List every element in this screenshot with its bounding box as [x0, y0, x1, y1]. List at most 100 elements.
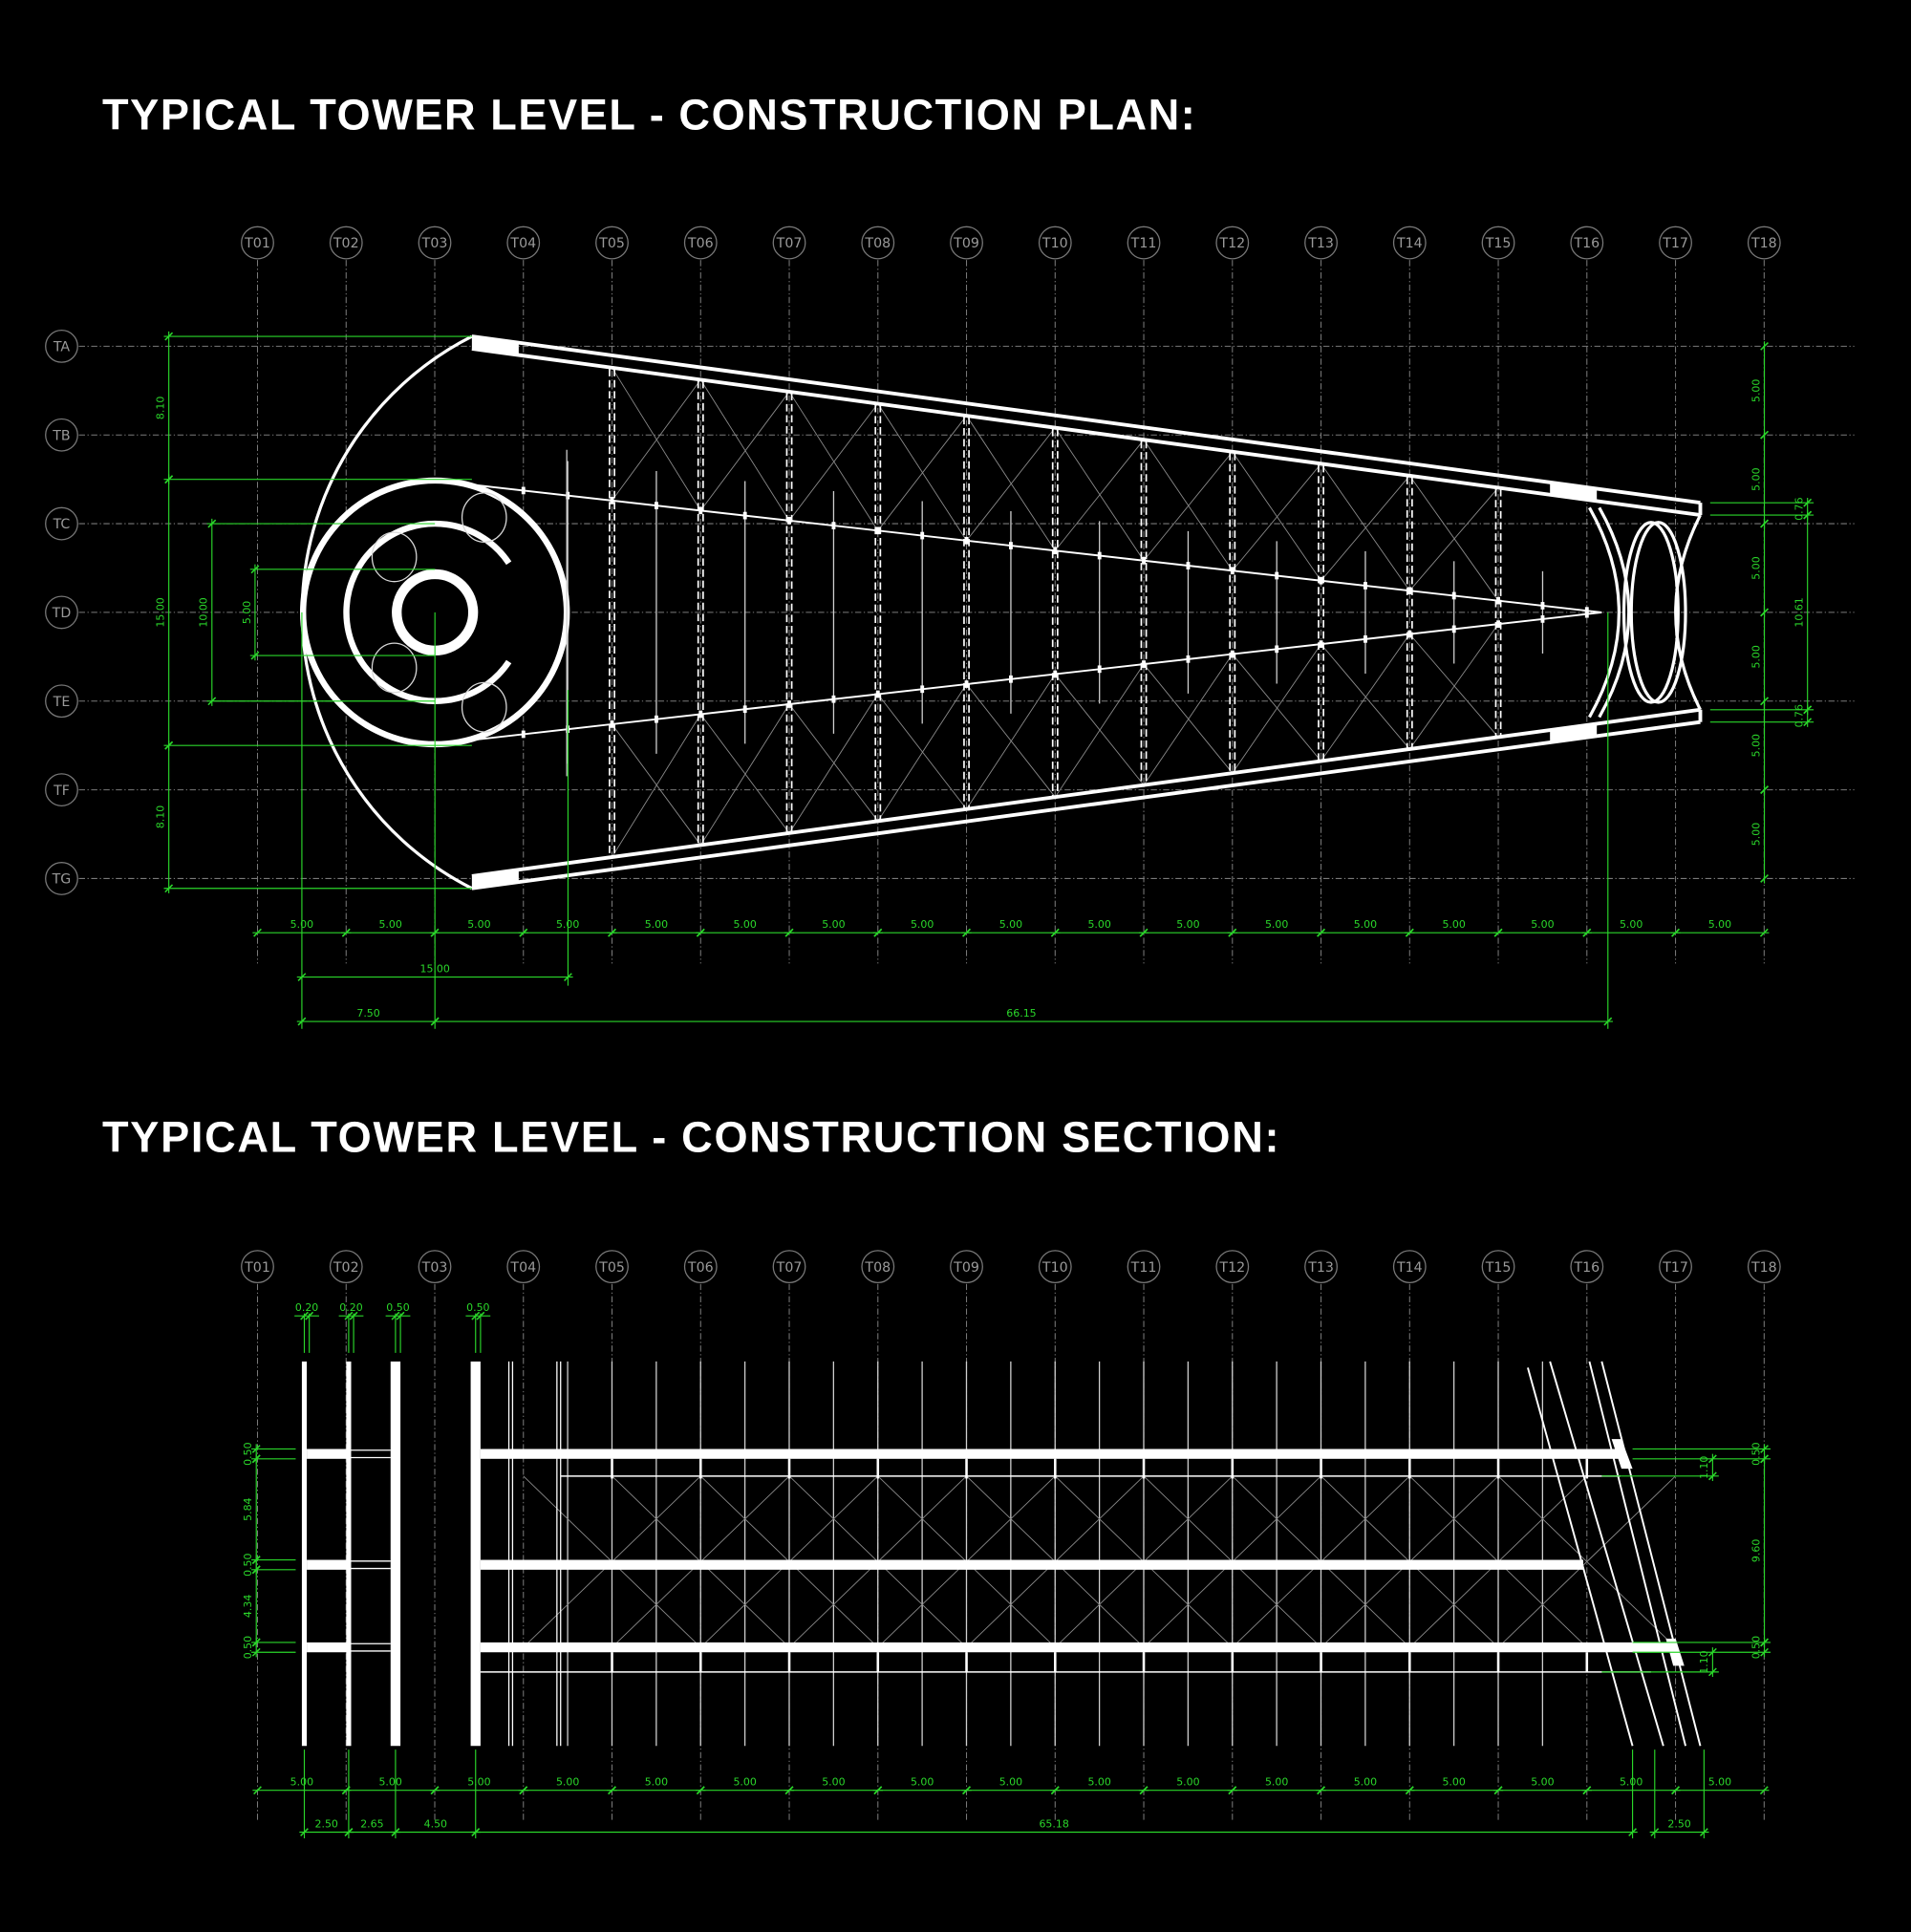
grid-bubble — [1215, 225, 1250, 260]
beam-node — [698, 506, 703, 515]
beam-node — [1275, 645, 1279, 654]
bracing-line — [1408, 623, 1499, 750]
dimension-tick — [1603, 1017, 1613, 1026]
dimension-tick — [1803, 498, 1813, 507]
beam-node — [1319, 640, 1323, 648]
grid-bubble — [1747, 225, 1781, 260]
grid-column-label: T06 — [687, 1260, 714, 1276]
grid-column-label: T15 — [1485, 236, 1512, 251]
dimension-label: 10.00 — [198, 597, 210, 627]
beam-node — [1451, 625, 1456, 633]
grid-bubble — [683, 1250, 718, 1284]
facade-edge-bottom — [471, 719, 1701, 891]
bracing-line — [1054, 663, 1145, 798]
bracing-line — [1232, 451, 1321, 581]
beam-node — [742, 705, 747, 714]
dimension-label: 5.00 — [467, 1776, 490, 1789]
grid-bubble — [1747, 1250, 1781, 1284]
dimension-tick — [1050, 1786, 1060, 1795]
grid-column-label: T16 — [1573, 236, 1600, 251]
dimension-tick — [430, 928, 440, 937]
dimension-tick — [1707, 1647, 1717, 1657]
grid-row-label: TG — [52, 872, 72, 888]
grid-bubble — [45, 684, 78, 719]
bracing-line — [1232, 463, 1321, 571]
dimension-tick — [471, 1828, 481, 1836]
beam-node — [521, 486, 526, 495]
bracing-line — [1054, 674, 1145, 785]
grid-column-label: T12 — [1218, 1260, 1245, 1276]
beam-node — [1186, 655, 1191, 663]
beam-node — [698, 710, 703, 719]
grid-bubble — [329, 225, 363, 260]
grid-bubble — [1304, 1250, 1338, 1284]
beam-node — [1363, 582, 1367, 590]
grid-bubble — [45, 595, 78, 630]
grid-column-label: T14 — [1396, 1260, 1423, 1276]
dimension-tick — [1803, 510, 1813, 520]
bracing-line — [1143, 654, 1234, 785]
grid-bubble — [241, 225, 274, 260]
grid-column-label: T09 — [953, 236, 979, 251]
dimension-tick — [471, 1311, 481, 1320]
grid-column-label: T06 — [687, 236, 714, 251]
dimension-label: 8.10 — [155, 805, 167, 828]
dimension-label: 5.00 — [645, 1776, 668, 1789]
dimension-label: 66.15 — [1006, 1007, 1036, 1020]
grid-column-label: T13 — [1307, 236, 1334, 251]
dimension-tick — [207, 519, 217, 528]
dimension-tick — [251, 1565, 261, 1575]
dimension-tick — [297, 973, 307, 982]
grid-row-label: TC — [53, 517, 71, 532]
dimension-tick — [250, 565, 260, 574]
dimension-label: 5.00 — [1750, 467, 1762, 490]
dimension-tick — [297, 1017, 307, 1026]
beam-node — [1009, 542, 1013, 549]
grid-row-label: TE — [53, 695, 71, 710]
dimension-tick — [305, 1311, 314, 1320]
bracing-line — [612, 723, 701, 846]
beam-node — [1319, 576, 1323, 585]
dimension-label: 5.00 — [733, 1776, 756, 1789]
bracing-line — [966, 427, 1056, 542]
grid-bubble — [861, 225, 895, 260]
dimension-tick — [962, 1786, 971, 1795]
column-block — [471, 869, 519, 889]
dimension-tick — [391, 1311, 400, 1320]
stair-lobe — [371, 531, 418, 583]
beam-node — [875, 526, 880, 535]
dimension-label: 4.34 — [242, 1595, 254, 1618]
dimension-label: 5.00 — [1265, 1776, 1288, 1789]
beam-node — [1584, 610, 1589, 618]
grid-bubble — [418, 225, 452, 260]
beam-node — [831, 522, 836, 529]
bracing-line — [1321, 475, 1410, 582]
bracing-line — [699, 379, 790, 522]
dimension-label: 5.00 — [290, 918, 313, 931]
grid-row-label: TA — [53, 340, 71, 355]
grid-bubble — [1038, 1250, 1072, 1284]
dimension-label: 5.00 — [467, 918, 490, 931]
dimension-label: 5.00 — [290, 1776, 313, 1789]
beam-node — [1142, 660, 1146, 668]
grid-bubble — [772, 1250, 806, 1284]
dimension-tick — [696, 928, 705, 937]
facade-edge-top — [471, 334, 1701, 505]
dimension-tick — [344, 1311, 354, 1320]
grid-column-label: T11 — [1130, 1260, 1157, 1276]
dimension-tick — [1228, 1786, 1237, 1795]
floor-slab — [480, 1449, 1621, 1459]
dimension-tick — [608, 1786, 616, 1795]
floor-slab — [480, 1642, 1674, 1653]
dimension-tick — [349, 1311, 358, 1320]
grid-bubble — [1215, 1250, 1250, 1284]
grid-bubble — [506, 1250, 541, 1284]
beam-node — [655, 715, 658, 723]
dimension-tick — [164, 332, 174, 341]
facade-edge-top-inner — [471, 347, 1701, 517]
core-slab — [307, 1642, 348, 1653]
grid-bubble — [1392, 225, 1427, 260]
stair-lobe — [371, 642, 418, 694]
dimension-label: 5.00 — [1354, 1776, 1377, 1789]
